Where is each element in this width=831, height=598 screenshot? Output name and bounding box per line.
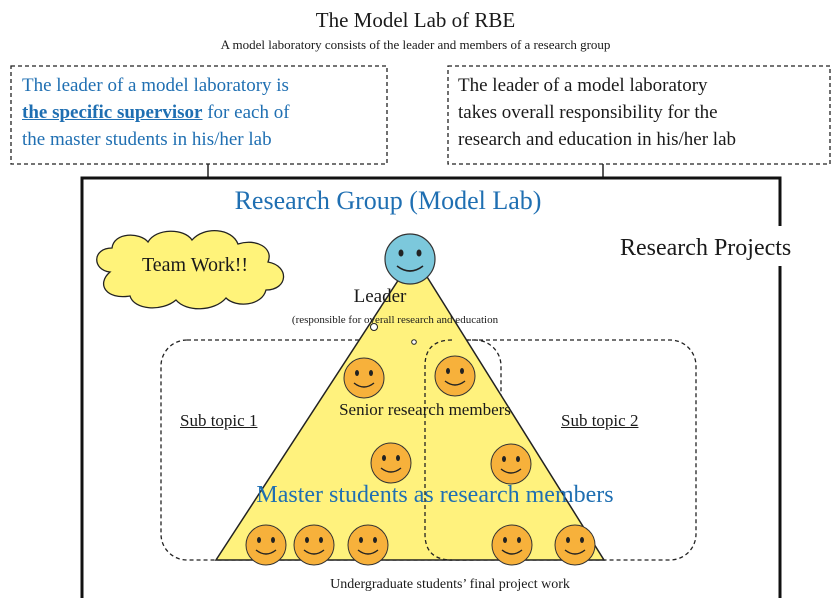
leader-note: (responsible for overall research and ed… [291,314,499,326]
research-projects-label: Research Projects [620,235,792,261]
master-students-label: Master students as research members [256,482,614,508]
left-note-box [10,65,388,165]
senior-members-label: Senior research members [339,400,511,419]
left-note: The leader of a model laboratory is the … [22,72,382,153]
thought-bubble-large [370,323,378,331]
right-note: The leader of a model laboratory takes o… [458,72,830,153]
right-note-box [447,65,831,165]
master-student-face-icon [370,442,412,484]
undergraduate-face-icon [491,524,533,566]
leader-face-icon [384,233,436,285]
undergraduate-face-icon [554,524,596,566]
undergraduate-face-icon [347,524,389,566]
sub-topic-2-label: Sub topic 2 [561,411,639,430]
undergraduate-face-icon [293,524,335,566]
left-note-line-2-rest: for each of [202,102,290,123]
research-group-frame [80,176,782,598]
research-group-title: Research Group (Model Lab) [234,186,542,215]
specific-supervisor-emphasis: the specific supervisor [22,102,203,123]
sub-topic-2-left-boundary [424,339,453,561]
diagram-title: The Model Lab of RBE [315,8,516,32]
left-note-line-2: the specific supervisor for each of [22,99,382,126]
right-note-line-2: takes overall responsibility for the [458,102,718,123]
right-note-line-1: The leader of a model laboratory [458,75,708,96]
thought-bubble-small [411,339,417,345]
senior-member-face-icon [343,357,385,399]
sub-topic-1-label: Sub topic 1 [180,411,258,430]
team-work-cloud [96,230,285,310]
senior-member-face-icon [434,355,476,397]
undergraduate-label: Undergraduate students’ final project wo… [330,577,570,592]
team-work-label: Team Work!! [141,254,249,276]
left-note-line-1: The leader of a model laboratory is [22,75,289,96]
leader-label: Leader [353,286,407,307]
master-student-face-icon [490,443,532,485]
diagram-subtitle: A model laboratory consists of the leade… [220,37,611,52]
left-note-line-3: the master students in his/her lab [22,129,272,150]
right-note-line-3: research and education in his/her lab [458,129,737,150]
undergraduate-face-icon [245,524,287,566]
